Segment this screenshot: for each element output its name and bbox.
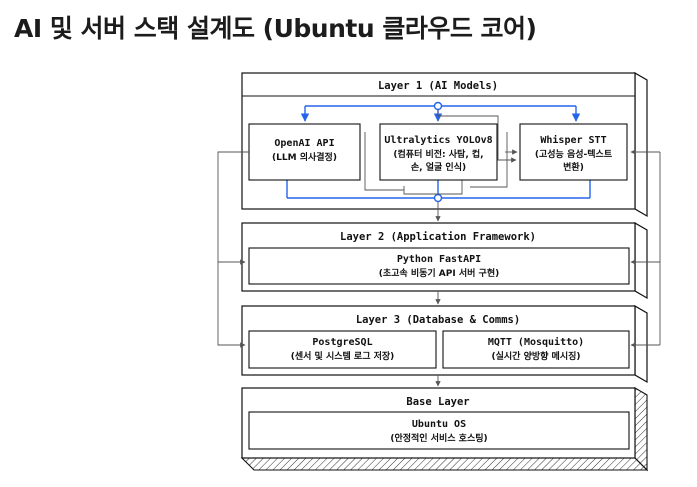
yolov8-desc-line1: (컴퓨터 비전: 사탐, 컵, xyxy=(393,148,483,160)
layer-connectors xyxy=(217,149,661,387)
whisper-stt-box: Whisper STT (고성능 음성-텍스트 변환) xyxy=(519,123,628,181)
page-title: AI 및 서버 스택 설계도 (Ubuntu 클라우드 코어) xyxy=(14,14,537,43)
ubuntu-os-desc: (안정적인 서비스 호스팅) xyxy=(390,432,487,444)
layer-3-title: Layer 3 (Database & Comms) xyxy=(356,314,520,326)
mqtt-desc: (실시간 양방향 메시징) xyxy=(491,350,580,362)
fastapi-desc: (초고속 비동기 API 서버 구현) xyxy=(379,267,499,279)
mqtt-box: MQTT (Mosquitto) (실시간 양방향 메시징) xyxy=(442,330,630,369)
ai-internal-connectors xyxy=(364,110,518,195)
whisper-stt-name: Whisper STT xyxy=(540,134,606,146)
openai-api-desc: (LLM 의사결정) xyxy=(272,151,337,163)
postgresql-desc: (센서 및 시스템 로그 저장) xyxy=(291,350,395,362)
ubuntu-os-box: Ubuntu OS (안정적인 서비스 호스팅) xyxy=(248,411,630,450)
openai-api-name: OpenAI API xyxy=(274,138,334,149)
layer-3: Layer 3 (Database & Comms) PostgreSQL (센… xyxy=(241,304,648,384)
fastapi-name: Python FastAPI xyxy=(397,254,481,265)
openai-api-box: OpenAI API (LLM 의사결정) xyxy=(248,123,361,181)
fastapi-box: Python FastAPI (초고속 비동기 API 서버 구현) xyxy=(248,247,630,285)
ai-dataflow-nodes xyxy=(433,101,443,203)
whisper-stt-desc-line1: (고성능 음성-텍스트 xyxy=(535,148,613,160)
layer-1: Layer 1 (AI Models) OpenAI AP xyxy=(241,71,648,218)
yolov8-name: Ultralytics YOLOv8 xyxy=(384,134,492,146)
mqtt-name: MQTT (Mosquitto) xyxy=(488,336,584,348)
postgresql-box: PostgreSQL (센서 및 시스템 로그 저장) xyxy=(248,330,437,369)
yolov8-box: Ultralytics YOLOv8 (컴퓨터 비전: 사탐, 컵, 손, 얼굴… xyxy=(379,123,498,181)
layer-1-title: Layer 1 (AI Models) xyxy=(378,80,498,92)
ubuntu-os-name: Ubuntu OS xyxy=(412,419,466,430)
base-layer: Base Layer Ubuntu OS (안정적인 서비스 호스팅) xyxy=(240,387,649,472)
layer-2-title: Layer 2 (Application Framework) xyxy=(340,231,536,243)
postgresql-name: PostgreSQL xyxy=(312,337,372,348)
whisper-stt-desc-line2: 변환) xyxy=(563,161,584,173)
base-layer-title: Base Layer xyxy=(406,396,469,408)
yolov8-desc-line2: 손, 얼굴 인식) xyxy=(411,161,466,173)
layer-2: Layer 2 (Application Framework) Python F… xyxy=(241,221,648,300)
